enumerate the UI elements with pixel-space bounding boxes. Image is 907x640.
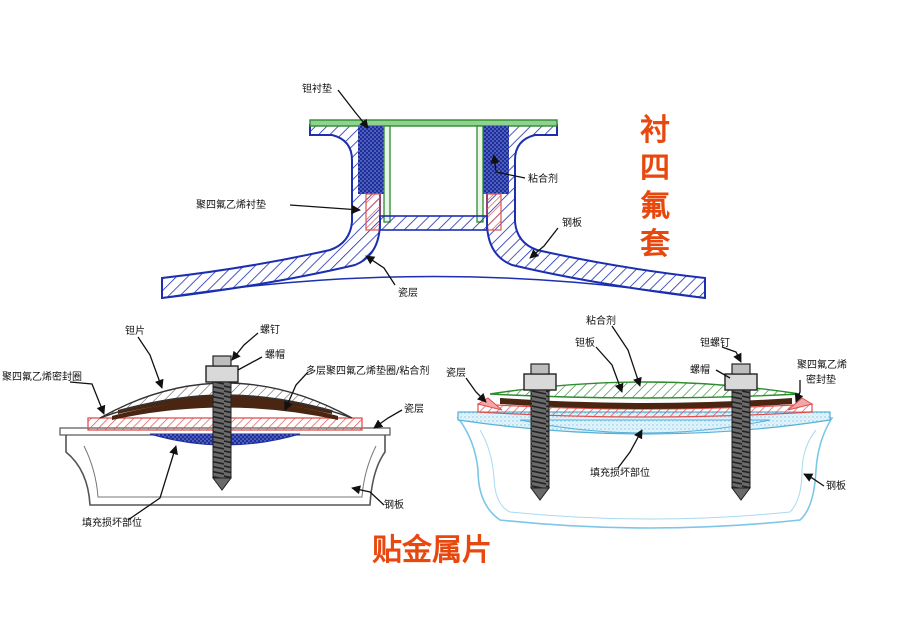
label-bolt-left: 螺钉 (260, 324, 280, 336)
top-nozzle-diagram (161, 119, 706, 300)
left-bolt-shaft (212, 381, 232, 479)
left-ta-sheet (99, 382, 353, 419)
label-cap-left: 螺帽 (265, 348, 285, 361)
label-ta-sheet-right: 钽板 (575, 336, 595, 349)
label-multi-left: 多层聚四氟乙烯垫圈/粘合剂 (306, 364, 429, 377)
right-patch-diagram (456, 363, 834, 529)
enamel-underside (161, 275, 706, 299)
steel-plate-left (161, 124, 381, 300)
label-ptfe-right-2: 密封垫 (806, 373, 836, 386)
label-steel-right: 钢板 (826, 479, 846, 492)
right-bolt-shaft-2 (731, 389, 751, 489)
label-ta-sheet-left: 钽片 (125, 324, 145, 337)
label-ptfe-right-1: 聚四氟乙烯 (797, 358, 847, 371)
ptfe-liner-right (486, 193, 502, 231)
ta-liner-wall-left (383, 125, 391, 223)
ptfe-liner-left (365, 193, 381, 231)
right-bolt-shaft-1 (530, 389, 550, 489)
label-enamel-right: 瓷层 (446, 366, 466, 379)
label-enamel-top: 瓷层 (398, 286, 418, 299)
label-enamel-left: 瓷层 (404, 402, 424, 415)
left-multilayer (112, 400, 338, 420)
right-ptfe-gasket (477, 403, 813, 418)
label-ta-bolt-right: 钽螺钉 (700, 336, 730, 349)
title-char-2: 四 (640, 151, 670, 186)
label-cap-right: 螺帽 (690, 363, 710, 376)
left-patch-diagram (59, 355, 391, 506)
title-char-4: 套 (640, 227, 670, 262)
label-fill-right: 填充损坏部位 (590, 466, 650, 479)
right-fill-damage (519, 419, 771, 434)
label-steel-left: 钢板 (384, 498, 404, 511)
adhesive-left (358, 126, 384, 194)
adhesive-right (483, 126, 509, 194)
label-adhesive-right: 粘合剂 (586, 314, 616, 327)
bottom-title: 贴金属片 (372, 533, 492, 568)
label-fill-left: 填充损坏部位 (82, 516, 142, 529)
ta-liner-wall-right (476, 125, 484, 223)
title-char-3: 氟 (640, 189, 670, 224)
label-adhesive-top: 粘合剂 (528, 172, 558, 185)
label-ptfe-liner: 聚四氟乙烯衬垫 (196, 198, 266, 211)
label-ta-liner: 钽衬垫 (302, 82, 332, 95)
title-char-1: 衬 (640, 113, 670, 148)
label-steel-top: 钢板 (562, 216, 582, 229)
right-brown-layer (500, 398, 792, 409)
steel-plate-right (486, 124, 706, 300)
sleeve-bottom (379, 215, 488, 231)
ta-liner-flange (309, 119, 558, 127)
label-ptfe-ring-left: 聚四氟乙烯密封圈 (2, 370, 82, 383)
